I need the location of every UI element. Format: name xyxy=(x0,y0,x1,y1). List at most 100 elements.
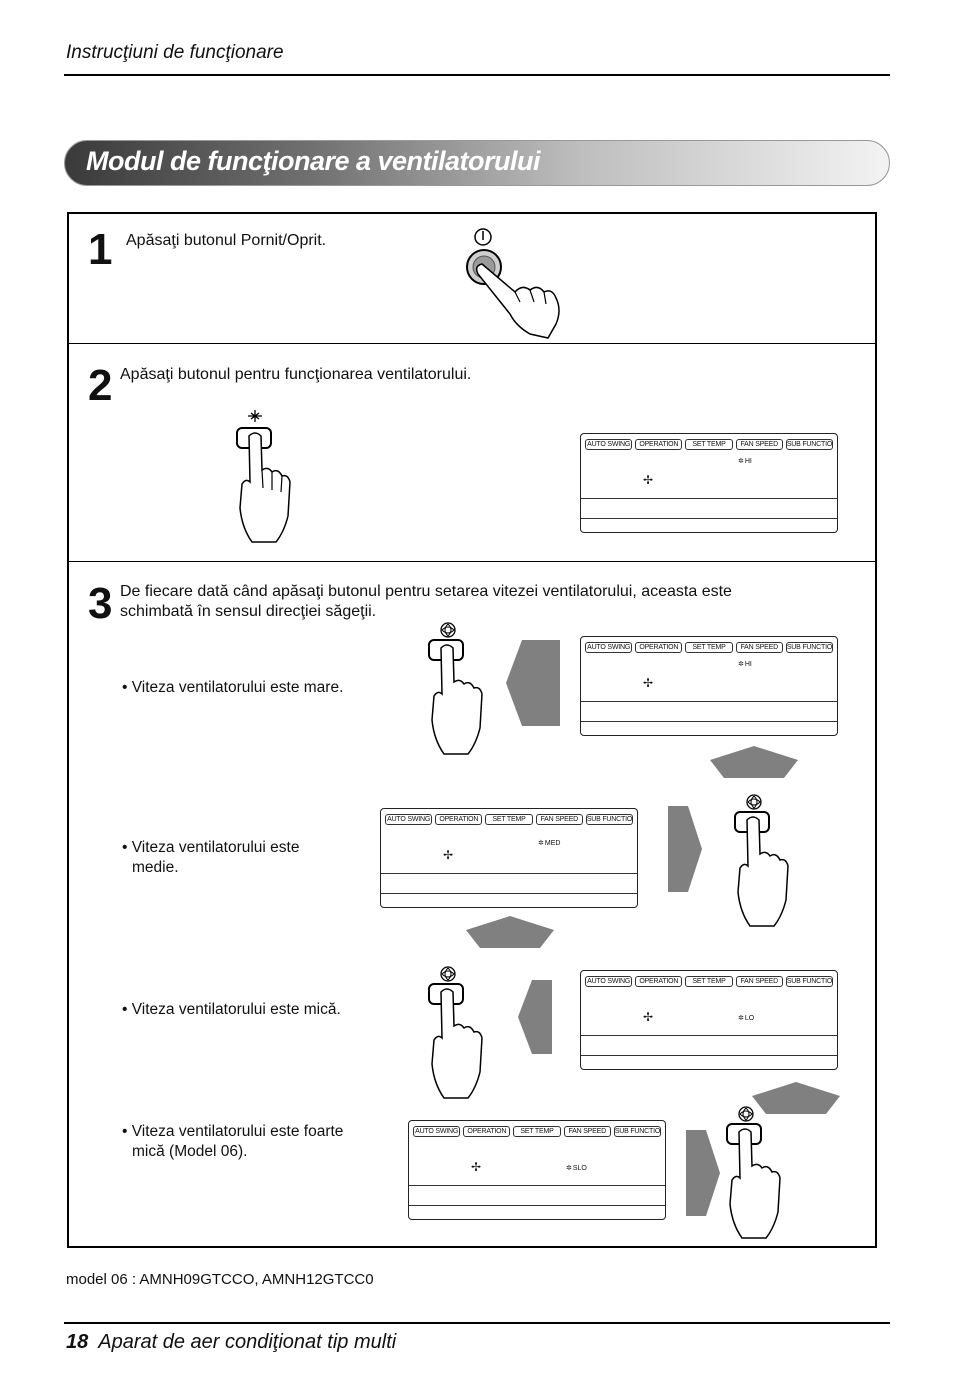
display-divider xyxy=(409,1205,665,1206)
fan-speed-level: SLO xyxy=(572,1164,587,1172)
display-tab: AUTO SWING xyxy=(413,1126,461,1137)
pointing-hand-icon xyxy=(431,644,483,755)
display-panel-lo: AUTO SWING OPERATION SET TEMP FAN SPEED … xyxy=(580,970,838,1070)
speed-label-high: • Viteza ventilatorului este mare. xyxy=(122,679,344,696)
step-2-text: Apăsaţi butonul pentru funcţionarea vent… xyxy=(120,366,472,383)
arrow-right-icon xyxy=(686,1130,720,1216)
display-tab: AUTO SWING xyxy=(385,814,433,825)
display-tabs: AUTO SWING OPERATION SET TEMP FAN SPEED … xyxy=(585,439,834,450)
fan-mode-icon: ✢ xyxy=(643,676,654,690)
display-tab: FAN SPEED xyxy=(735,642,783,653)
speed-label-low: • Viteza ventilatorului este mică. xyxy=(122,1001,341,1018)
fan-speed-indicator: ✲MED xyxy=(538,839,561,848)
header-rule xyxy=(64,74,890,76)
fan-icon: ✲ xyxy=(566,1165,572,1172)
display-tab: FAN SPEED xyxy=(735,439,783,450)
power-icon xyxy=(474,228,492,246)
step-1-number: 1 xyxy=(88,225,113,274)
display-divider xyxy=(381,893,637,894)
fan-icon: ✲ xyxy=(738,661,744,668)
display-panel-slo: AUTO SWING OPERATION SET TEMP FAN SPEED … xyxy=(408,1120,666,1220)
arrow-left-icon xyxy=(506,640,560,726)
arrow-right-icon xyxy=(668,806,702,892)
arrow-left-icon xyxy=(518,980,552,1054)
display-divider xyxy=(381,873,637,874)
fan-icon: ✲ xyxy=(738,458,744,465)
display-tab: SET TEMP xyxy=(513,1126,561,1137)
display-divider xyxy=(409,1185,665,1186)
speed-label-medium-line1: • Viteza ventilatorului este xyxy=(122,839,300,856)
section-header: Instrucţiuni de funcţionare xyxy=(66,42,284,63)
fan-speed-indicator: ✲SLO xyxy=(566,1164,587,1173)
document-title: Aparat de aer condiţionat tip multi xyxy=(98,1331,397,1353)
display-tab: SUB FUNCTION xyxy=(613,1126,662,1137)
fan-icon: ✲ xyxy=(538,840,544,847)
fan-mode-icon: ✢ xyxy=(643,473,654,487)
fan-mode-icon xyxy=(248,410,262,422)
step-3-text-line1: De fiecare dată când apăsaţi butonul pen… xyxy=(120,583,732,600)
display-tab: FAN SPEED xyxy=(735,976,783,987)
page-title: Modul de funcţionare a ventilatorului xyxy=(86,146,541,176)
display-panel-med: AUTO SWING OPERATION SET TEMP FAN SPEED … xyxy=(380,808,638,908)
arrow-up-icon xyxy=(752,1082,840,1114)
display-tab: OPERATION xyxy=(635,439,683,450)
pointing-hand-icon xyxy=(737,816,789,927)
display-tab: SET TEMP xyxy=(485,814,533,825)
step-divider-2 xyxy=(67,561,877,562)
step-3-number: 3 xyxy=(88,579,113,628)
display-tab: SUB FUNCTION xyxy=(585,814,634,825)
fan-speed-level: HI xyxy=(744,660,752,668)
step-2-number: 2 xyxy=(88,361,113,410)
display-tabs: AUTO SWING OPERATION SET TEMP FAN SPEED … xyxy=(585,642,834,653)
display-tab: FAN SPEED xyxy=(563,1126,611,1137)
display-divider xyxy=(581,701,837,702)
fan-speed-button-press-hi xyxy=(428,622,483,755)
power-button-press-illustration xyxy=(466,228,560,339)
speed-label-very-low-line2: mică (Model 06). xyxy=(132,1143,248,1160)
fan-mode-button-press-illustration xyxy=(236,410,291,543)
fan-mode-icon: ✢ xyxy=(643,1010,654,1024)
display-tab: SET TEMP xyxy=(685,439,733,450)
arrow-up-icon xyxy=(710,746,798,778)
display-tabs: AUTO SWING OPERATION SET TEMP FAN SPEED … xyxy=(585,976,834,987)
fan-speed-icon xyxy=(738,1106,754,1122)
display-tab: SUB FUNCTION xyxy=(785,642,834,653)
step-3-text-line2: schimbată în sensul direcţiei săgeţii. xyxy=(120,603,377,620)
display-tab: OPERATION xyxy=(635,976,683,987)
model-note: model 06 : AMNH09GTCCO, AMNH12GTCC0 xyxy=(66,1271,374,1288)
display-tab: SUB FUNCTION xyxy=(785,439,834,450)
arrow-up-icon xyxy=(466,916,554,948)
fan-speed-button-press-slo xyxy=(726,1106,781,1239)
pointing-hand-icon xyxy=(431,988,483,1099)
display-tab: FAN SPEED xyxy=(535,814,583,825)
display-tab: AUTO SWING xyxy=(585,439,633,450)
display-panel-hi: AUTO SWING OPERATION SET TEMP FAN SPEED … xyxy=(580,636,838,736)
title-banner xyxy=(64,140,890,186)
fan-icon: ✲ xyxy=(738,1015,744,1022)
display-divider xyxy=(581,1055,837,1056)
display-tab: SET TEMP xyxy=(685,976,733,987)
display-tab: SUB FUNCTION xyxy=(785,976,834,987)
display-tabs: AUTO SWING OPERATION SET TEMP FAN SPEED … xyxy=(385,814,634,825)
pointing-hand-icon xyxy=(729,1128,781,1239)
fan-mode-icon: ✢ xyxy=(443,848,454,862)
display-divider xyxy=(581,518,837,519)
fan-speed-indicator: ✲LO xyxy=(738,1014,755,1023)
display-tab: OPERATION xyxy=(463,1126,511,1137)
fan-speed-icon xyxy=(440,966,456,982)
fan-speed-button-press-med xyxy=(734,794,789,927)
fan-speed-level: MED xyxy=(544,839,561,847)
instructions-frame xyxy=(67,212,877,1248)
display-tab: AUTO SWING xyxy=(585,642,633,653)
fan-speed-level: LO xyxy=(744,1014,755,1022)
step-1-text: Apăsaţi butonul Pornit/Oprit. xyxy=(126,232,327,249)
fan-speed-indicator: ✲HI xyxy=(738,457,752,466)
speed-label-very-low-line1: • Viteza ventilatorului este foarte xyxy=(122,1123,344,1140)
fan-speed-level: HI xyxy=(744,457,752,465)
pointing-hand-icon xyxy=(239,432,291,543)
step-divider-1 xyxy=(67,343,877,344)
display-panel-fan-mode: AUTO SWING OPERATION SET TEMP FAN SPEED … xyxy=(580,433,838,533)
fan-speed-indicator: ✲HI xyxy=(738,660,752,669)
display-divider xyxy=(581,1035,837,1036)
